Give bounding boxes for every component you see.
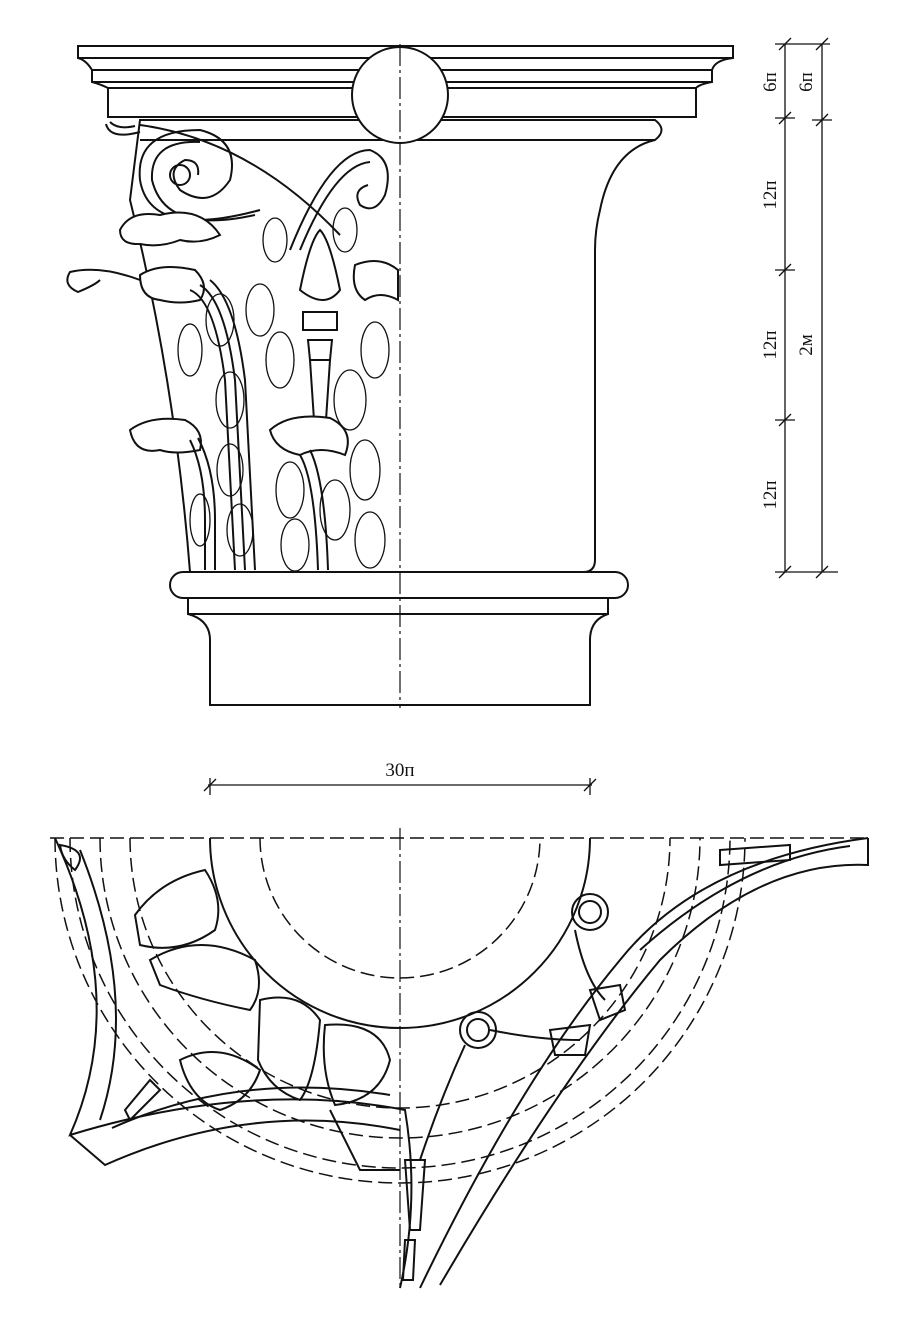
dim-label-width: 30п <box>385 760 414 781</box>
dim-label: 2м <box>796 334 817 356</box>
dim-label: 12п <box>760 480 781 509</box>
column-shaft <box>187 613 609 706</box>
dim-label: 12п <box>760 330 781 359</box>
astragal <box>169 571 629 599</box>
dim-label: 12п <box>760 180 781 209</box>
plan-view <box>50 828 869 1290</box>
abacus-edge-right <box>419 837 869 1289</box>
abacus-edge-left <box>54 837 413 1289</box>
acanthus-leaves <box>66 207 399 572</box>
volutes <box>105 121 389 251</box>
plan-leaves <box>58 843 427 1281</box>
vertical-dimensions: 6п 6п 12п 12п 2м 12п <box>760 37 838 579</box>
elevation-view <box>66 44 734 708</box>
width-dimension: 30п <box>203 760 597 795</box>
dim-label: 6п <box>760 72 781 92</box>
bell <box>128 119 663 573</box>
dim-label: 6п <box>796 72 817 92</box>
fillet <box>187 597 609 615</box>
